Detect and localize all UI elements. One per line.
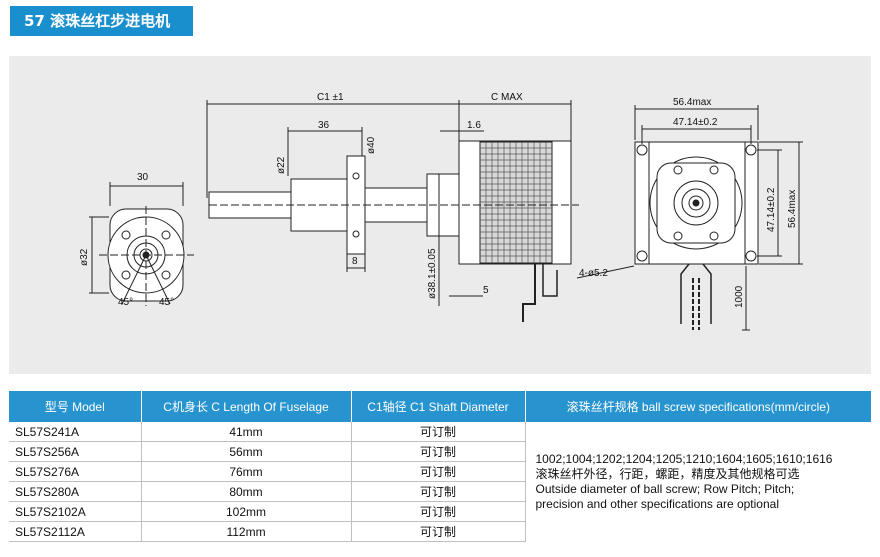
- note-line-2: 滚珠丝杆外径，行距，螺距，精度及其他规格可选: [535, 466, 800, 481]
- dim-height-max: 56.4max: [787, 190, 798, 228]
- table-row: SL57S241A 41mm 可订制 1002;1004;1202;1204;1…: [9, 422, 871, 511]
- page-title: 57 滚珠丝杠步进电机: [10, 6, 193, 36]
- technical-drawing: 30 ø32 45° 45° C1 ±1 C MAX 36 ø22 ø40 8 …: [9, 56, 871, 374]
- front-flange-view: [89, 182, 194, 306]
- cell-length: 102mm: [141, 501, 352, 522]
- table-row: SL57S2102A 102mm 可订制: [9, 501, 871, 522]
- dim-5: 5: [483, 285, 489, 296]
- dim-dia22: ø22: [276, 156, 287, 174]
- cell-model: SL57S2102A: [9, 501, 142, 522]
- cell-shaft: 可订制: [351, 481, 526, 502]
- dim-cmax: C MAX: [491, 92, 523, 103]
- dim-pilot-dia: ø38.1±0.05: [427, 248, 438, 299]
- cell-length: 56mm: [141, 441, 352, 462]
- ballscrew-note: 1002;1004;1202;1204;1205;1210;1604;1605;…: [525, 422, 871, 542]
- cell-length: 41mm: [141, 422, 352, 442]
- dim-height-47: 47.14±0.2: [766, 187, 777, 232]
- dim-front-width: 30: [137, 172, 149, 183]
- col-length: C机身长 C Length Of Fuselage: [141, 391, 352, 422]
- dim-hole: 4-ø5.2: [579, 268, 608, 279]
- dim-front-dia: ø32: [79, 248, 90, 266]
- cell-length: 112mm: [141, 521, 352, 542]
- dim-lead-length: 1000: [734, 285, 745, 308]
- table-row: SL57S276A 76mm 可订制: [9, 461, 871, 482]
- cell-shaft: 可订制: [351, 521, 526, 542]
- dim-dia40: ø40: [366, 136, 377, 154]
- table-header-row: 型号 Model C机身长 C Length Of Fuselage C1轴径 …: [9, 391, 871, 422]
- cell-shaft: 可订制: [351, 501, 526, 522]
- rear-view: [634, 105, 803, 331]
- note-line-3: Outside diameter of ball screw; Row Pitc…: [535, 481, 795, 496]
- cell-length: 80mm: [141, 481, 352, 502]
- cell-length: 76mm: [141, 461, 352, 482]
- cell-model: SL57S256A: [9, 441, 142, 462]
- table-row: SL57S280A 80mm 可订制: [9, 481, 871, 502]
- cell-shaft: 可订制: [351, 422, 526, 442]
- drawing-svg: 30 ø32 45° 45° C1 ±1 C MAX 36 ø22 ø40 8 …: [79, 92, 803, 331]
- table-row: SL57S256A 56mm 可订制: [9, 441, 871, 462]
- dim-width-max: 56.4max: [673, 97, 711, 108]
- dim-angle-left: 45°: [118, 297, 133, 308]
- cell-shaft: 可订制: [351, 441, 526, 462]
- dim-8: 8: [352, 256, 358, 267]
- spec-table: 型号 Model C机身长 C Length Of Fuselage C1轴径 …: [9, 391, 871, 542]
- cell-model: SL57S2112A: [9, 521, 142, 542]
- dim-c1: C1 ±1: [317, 92, 344, 103]
- cell-shaft: 可订制: [351, 461, 526, 482]
- col-shaft: C1轴径 C1 Shaft Diameter: [351, 391, 526, 422]
- table-row: SL57S2112A 112mm 可订制: [9, 521, 871, 542]
- dim-angle-right: 45°: [159, 297, 174, 308]
- cell-model: SL57S280A: [9, 481, 142, 502]
- dim-1-6: 1.6: [467, 120, 481, 131]
- cell-model: SL57S276A: [9, 461, 142, 482]
- col-model: 型号 Model: [9, 391, 142, 422]
- cell-model: SL57S241A: [9, 422, 142, 442]
- dim-36: 36: [318, 120, 330, 131]
- note-line-1: 1002;1004;1202;1204;1205;1210;1604;1605;…: [535, 451, 833, 466]
- col-ballscrew: 滚珠丝杆规格 ball screw specifications(mm/circ…: [525, 391, 871, 422]
- dim-width-47: 47.14±0.2: [673, 117, 718, 128]
- side-view: [206, 100, 635, 322]
- note-line-4: precision and other specifications are o…: [535, 496, 779, 511]
